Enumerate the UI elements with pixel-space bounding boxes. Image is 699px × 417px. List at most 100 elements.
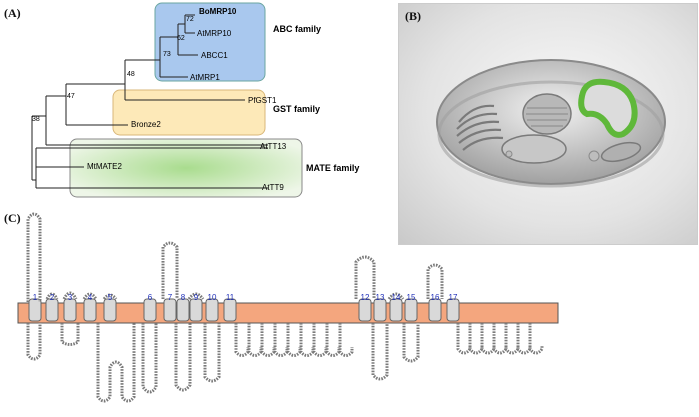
bootstrap-48: 48 <box>127 71 135 78</box>
loop-segment <box>528 323 544 355</box>
loop-segment <box>468 323 484 355</box>
helix-number: 3 <box>68 293 73 302</box>
loop-segment <box>174 323 192 392</box>
taxon-attt9: AtTT9 <box>262 183 284 192</box>
helix-number: 6 <box>148 293 153 302</box>
mitochondrion <box>600 141 642 163</box>
abc-family-label: ABC family <box>273 24 321 34</box>
tm-helix <box>45 298 59 322</box>
helix-number: 2 <box>50 293 55 302</box>
tm-helix <box>83 298 97 322</box>
taxon-pfgst1: PfGST1 <box>248 96 277 105</box>
bootstrap-62: 62 <box>177 35 185 42</box>
cell-illustration-svg <box>436 59 666 188</box>
loop-segment <box>338 323 354 357</box>
helix-number: 4 <box>88 293 93 302</box>
loop-segment <box>260 323 276 357</box>
loop-segment <box>82 292 98 300</box>
helix-number: 5 <box>108 293 113 302</box>
tm-helices <box>28 298 460 322</box>
loop-segment <box>26 212 42 302</box>
helix-number: 1 <box>33 293 38 302</box>
tm-helix <box>189 298 203 322</box>
loop-segment <box>402 323 420 363</box>
taxon-atmrp1: AtMRP1 <box>190 73 220 82</box>
bootstrap-38: 38 <box>32 116 40 123</box>
tm-helix <box>28 298 42 322</box>
helix-number: 16 <box>431 293 440 302</box>
loop-segment <box>387 292 405 300</box>
tm-helix <box>446 298 460 322</box>
loop-segment <box>187 292 205 300</box>
taxon-attt13: AtTT13 <box>260 142 287 151</box>
loop-segment <box>286 323 302 357</box>
tree-branches <box>31 14 268 216</box>
bootstrap-72: 72 <box>186 16 194 23</box>
vesicle <box>588 150 600 162</box>
loop-segment <box>371 323 389 381</box>
panel-a-phylogenetic-tree: BoMRP10 AtMRP10 ABCC1 AtMRP1 PfGST1 Bron… <box>0 0 390 216</box>
mate-family-box <box>69 138 303 198</box>
loop-segment <box>247 323 263 357</box>
panel-c-label: (C) <box>4 211 21 225</box>
tm-helix <box>103 298 117 322</box>
loop-segment <box>62 291 78 300</box>
mate-family-label: MATE family <box>306 163 359 173</box>
tm-helix <box>176 298 190 322</box>
loop-segment <box>60 323 80 346</box>
loop-segment <box>234 323 250 357</box>
tm-helix <box>63 298 77 322</box>
helix-number: 15 <box>407 293 416 302</box>
helix-number: 14 <box>392 293 401 302</box>
loop-segment <box>102 293 118 300</box>
tm-helix <box>428 298 442 322</box>
loop-segment <box>480 323 496 355</box>
loop-segment <box>203 323 221 383</box>
loop-segment <box>516 323 532 355</box>
bootstrap-47: 47 <box>67 93 75 100</box>
loop-segment <box>273 323 289 357</box>
highlighted-vacuole <box>578 78 638 138</box>
golgi-apparatus <box>456 104 504 151</box>
tm-helix <box>373 298 387 322</box>
loop-segment <box>354 255 376 299</box>
panel-b-cell-illustration: (B) <box>398 3 698 245</box>
loop-segment <box>26 323 42 361</box>
loop-segment <box>492 323 508 355</box>
helix-number: 7 <box>168 293 173 302</box>
chloroplast <box>501 134 567 164</box>
cell-wall-shadow <box>437 80 665 188</box>
abc-family-box <box>154 2 266 82</box>
membrane-band <box>17 302 559 324</box>
loop-segment <box>299 323 315 357</box>
helix-number: 11 <box>226 293 235 302</box>
helix-number: 17 <box>449 293 458 302</box>
tm-helix <box>358 298 372 322</box>
tm-helix <box>205 298 219 322</box>
taxon-bomrp10: BoMRP10 <box>199 7 237 16</box>
phylogenetic-tree-svg: BoMRP10 AtMRP10 ABCC1 AtMRP1 PfGST1 Bron… <box>31 2 359 216</box>
helix-number: 9 <box>194 293 199 302</box>
gst-family-label: GST family <box>273 104 320 114</box>
loop-segment <box>504 323 520 355</box>
helix-number: 13 <box>376 293 385 302</box>
taxon-abcc1: ABCC1 <box>201 51 228 60</box>
tm-helix <box>404 298 418 322</box>
tm-helix <box>223 298 237 322</box>
helix-number: 12 <box>361 293 370 302</box>
taxon-atmrp10: AtMRP10 <box>197 29 232 38</box>
loop-segment <box>325 323 341 357</box>
taxon-bronze2: Bronze2 <box>131 120 161 129</box>
panel-b-label: (B) <box>405 9 421 23</box>
loop-segment <box>141 323 158 394</box>
helix-number: 10 <box>208 293 217 302</box>
loop-segment <box>161 241 179 299</box>
tm-helix <box>143 298 157 322</box>
panel-a-label: (A) <box>4 6 21 20</box>
tm-helix <box>389 298 403 322</box>
gst-family-box <box>112 89 266 136</box>
taxon-mtmate2: MtMATE2 <box>87 162 123 171</box>
